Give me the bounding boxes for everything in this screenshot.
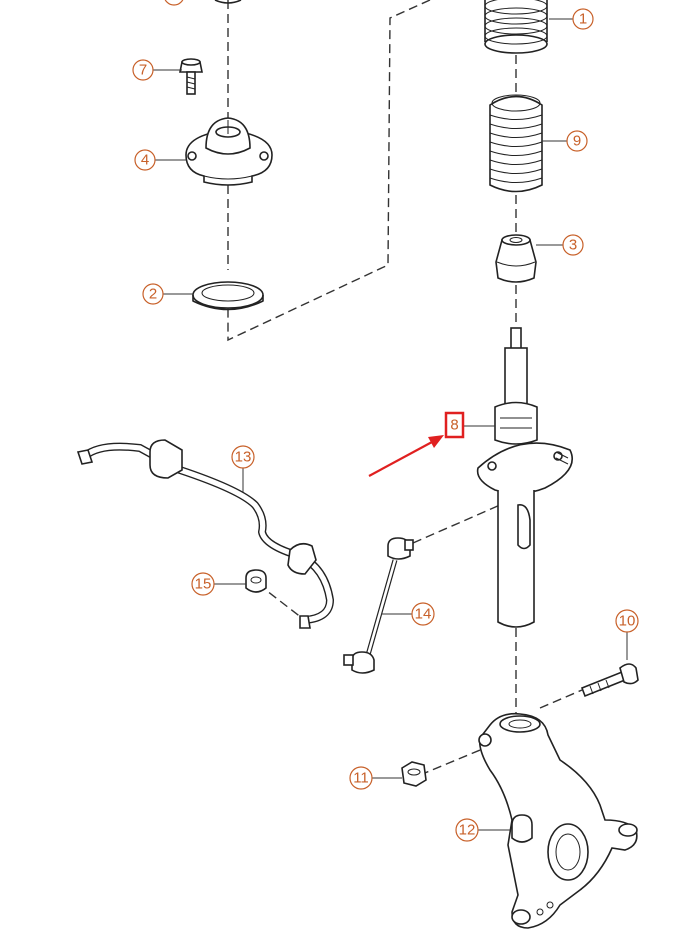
- callout-4-label: 4: [141, 152, 149, 169]
- part-1-coil-spring: [484, 0, 548, 54]
- callout-4: 4: [134, 149, 156, 171]
- callout-15: 15: [191, 572, 215, 596]
- part-10-bolt: [580, 663, 639, 698]
- part-4-strut-mount: [185, 117, 273, 186]
- callout-11: 11: [349, 766, 373, 790]
- callout-7: 7: [132, 59, 154, 81]
- callout-11-label: 11: [353, 770, 369, 787]
- callout-5: 5: [164, 0, 184, 6]
- part-15-bushing: [245, 569, 267, 593]
- part-5-top-bearing: [214, 0, 242, 4]
- callout-2-label: 2: [149, 286, 157, 303]
- part-7-bolt: [179, 58, 203, 95]
- part-14-coupling-rod: [343, 537, 414, 674]
- part-11-nut: [401, 761, 427, 787]
- part-13-stabilizer-bar: [76, 439, 334, 629]
- callout-10: 10: [615, 609, 639, 633]
- callout-1: 1: [572, 8, 594, 30]
- part-9-protective-boot: [489, 94, 543, 193]
- callout-9-label: 9: [573, 133, 581, 150]
- callout-12-label: 12: [459, 822, 476, 839]
- callout-15-label: 15: [195, 576, 212, 593]
- callout-1-label: 1: [579, 11, 587, 28]
- callout-leaders: [151, 18, 628, 831]
- callout-12: 12: [455, 818, 479, 842]
- callout-2: 2: [142, 283, 164, 305]
- callout-3: 3: [562, 234, 584, 256]
- part-3-bump-stop: [495, 234, 537, 283]
- callout-8-label: 8: [450, 417, 458, 434]
- callout-9: 9: [566, 130, 588, 152]
- highlight-arrow: [368, 435, 444, 477]
- part-8-shock-absorber: [476, 327, 573, 628]
- callout-13: 13: [231, 445, 255, 469]
- callout-10-label: 10: [619, 613, 636, 630]
- callout-14-label: 14: [415, 606, 432, 623]
- callout-3-label: 3: [569, 237, 577, 254]
- assembly-dashed-lines: [227, 0, 583, 776]
- callout-14: 14: [411, 602, 435, 626]
- part-12-steering-knuckle: [478, 712, 638, 929]
- callout-8-highlighted: 8: [444, 411, 465, 439]
- part-2-bearing: [192, 281, 264, 311]
- callout-7-label: 7: [139, 62, 147, 79]
- callout-5-label: 5: [170, 0, 178, 4]
- callout-13-label: 13: [235, 449, 252, 466]
